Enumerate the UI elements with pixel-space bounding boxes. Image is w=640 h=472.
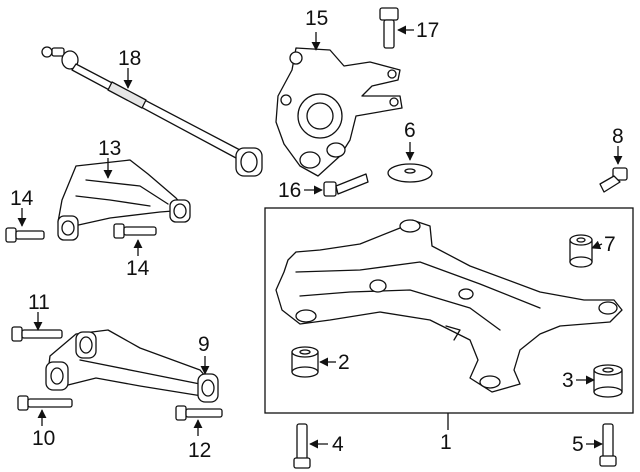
callout-18: 18 bbox=[118, 47, 142, 70]
bolt-5 bbox=[599, 423, 617, 467]
washer bbox=[387, 163, 433, 183]
bolt-14-right bbox=[113, 223, 157, 239]
callout-2: 2 bbox=[338, 351, 350, 374]
callout-6: 6 bbox=[404, 119, 416, 142]
callout-14b: 14 bbox=[126, 257, 150, 280]
parts-box bbox=[264, 207, 634, 414]
callout-15: 15 bbox=[305, 7, 329, 30]
callout-11: 11 bbox=[28, 291, 50, 314]
bushing-7 bbox=[569, 234, 593, 268]
subframe bbox=[275, 219, 623, 393]
callout-1: 1 bbox=[440, 431, 452, 454]
callout-10: 10 bbox=[32, 427, 56, 450]
knuckle bbox=[275, 47, 403, 177]
callout-14a: 14 bbox=[10, 187, 34, 210]
bushing-2 bbox=[291, 346, 319, 378]
callout-4: 4 bbox=[332, 433, 344, 456]
callout-12: 12 bbox=[188, 439, 212, 462]
leader-lines bbox=[17, 25, 623, 449]
callout-9: 9 bbox=[198, 333, 210, 356]
bolt-17 bbox=[379, 7, 399, 49]
callout-7: 7 bbox=[604, 233, 616, 256]
leader-7 bbox=[591, 240, 603, 250]
callout-3: 3 bbox=[562, 369, 574, 392]
callout-16: 16 bbox=[278, 179, 302, 202]
bolt-16 bbox=[323, 173, 369, 197]
callout-13: 13 bbox=[98, 137, 122, 160]
callout-17: 17 bbox=[416, 19, 440, 42]
upper-control-arm bbox=[57, 159, 191, 241]
bolt-8 bbox=[599, 167, 628, 193]
tie-rod-link bbox=[41, 46, 263, 177]
bushing-3 bbox=[593, 364, 623, 398]
lower-control-arm bbox=[45, 329, 219, 403]
bolt-4 bbox=[293, 423, 311, 469]
bolt-10 bbox=[17, 395, 73, 411]
bolt-14-left bbox=[5, 227, 45, 243]
callout-8: 8 bbox=[612, 125, 624, 148]
bolt-11 bbox=[11, 326, 63, 342]
callout-5: 5 bbox=[572, 433, 584, 456]
bolt-12 bbox=[175, 405, 223, 421]
